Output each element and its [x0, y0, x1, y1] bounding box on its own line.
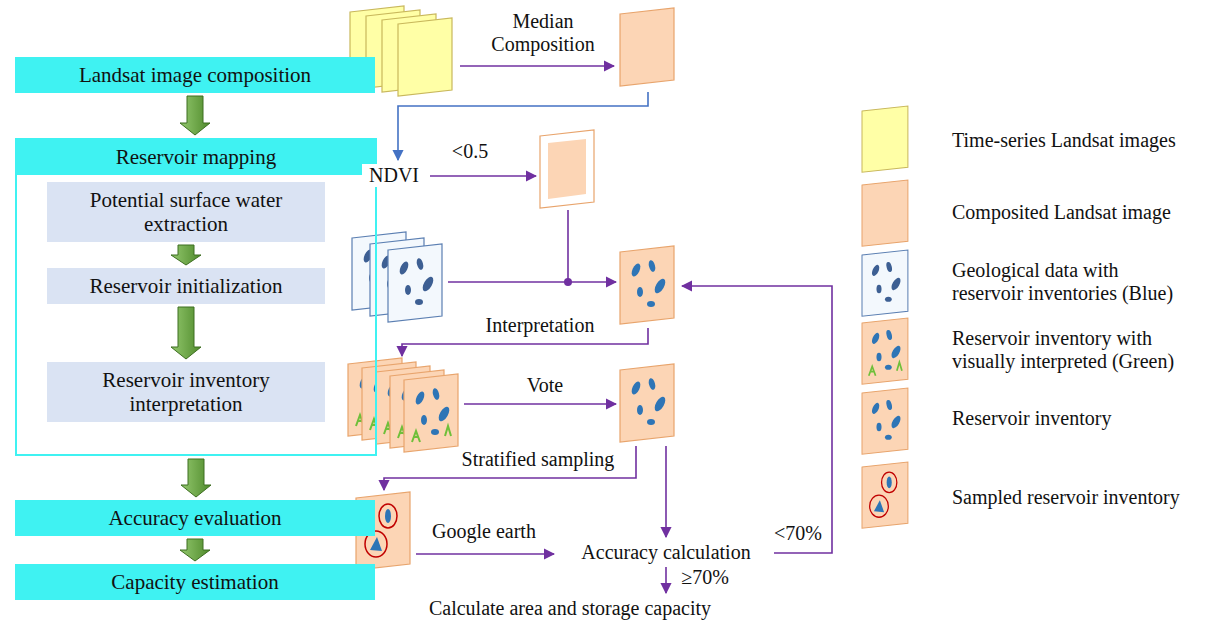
flow-arrow: [460, 65, 614, 67]
box-label: Landsat image composition: [79, 63, 311, 87]
flow-line: [567, 210, 569, 282]
flow-arrow: [430, 175, 536, 177]
box-label: Potential surface water extraction: [57, 188, 315, 236]
flow-arrow: [665, 567, 667, 593]
legend-label: Time-series Landsat images: [952, 129, 1176, 152]
legend-swatch: [862, 318, 908, 384]
flow-label: ≥70%: [674, 566, 736, 589]
group-heading: Reservoir mapping: [17, 140, 375, 175]
legend-swatch: [862, 106, 908, 172]
box-label: Accuracy evaluation: [108, 506, 281, 530]
flow-arrow: [181, 459, 211, 497]
stage-box: Capacity estimation: [15, 564, 375, 600]
stage-group: Reservoir mappingPotential surface water…: [15, 138, 377, 456]
flow-arrow: [180, 96, 210, 135]
geological-tile: [388, 244, 442, 322]
inventory-tile: [620, 364, 674, 442]
flow-arrow: [464, 403, 616, 405]
stage-box: Landsat image composition: [15, 57, 375, 93]
step-box: Reservoir initialization: [47, 268, 325, 304]
flow-arrow: [384, 446, 636, 490]
step-box: Potential surface water extraction: [47, 182, 325, 242]
composite-tile: [620, 8, 674, 86]
flow-label: Stratified sampling: [458, 448, 618, 471]
flow-label: Vote: [515, 374, 575, 397]
legend-label: Geological data with reservoir inventori…: [952, 259, 1182, 305]
step-box: Reservoir inventory interpretation: [47, 362, 325, 422]
landsat-tile: [398, 18, 452, 96]
flow-arrow: [180, 539, 210, 561]
legend-label: Reservoir inventory with visually interp…: [952, 327, 1182, 373]
flow-label: Calculate area and storage capacity: [380, 597, 760, 620]
box-label: Reservoir inventory interpretation: [57, 368, 315, 416]
flow-arrow: [448, 281, 616, 283]
flow-arrow: [398, 92, 648, 160]
legend-label: Sampled reservoir inventory: [952, 486, 1180, 509]
stage-box: Accuracy evaluation: [15, 500, 375, 536]
legend-swatch: [862, 250, 908, 316]
feedback-arrow: [682, 286, 832, 553]
legend-label: Composited Landsat image: [952, 201, 1171, 224]
mask-tile: [540, 130, 594, 208]
flow-label: <0.5: [440, 140, 500, 163]
legend-swatch: [862, 388, 908, 454]
junction-dot: [564, 278, 572, 286]
flow-arrow: [171, 245, 201, 265]
flow-arrow: [416, 553, 554, 555]
flow-label: Google earth: [420, 520, 548, 543]
flow-label: Median Composition: [478, 10, 608, 56]
inventory-tile: [620, 246, 674, 324]
interpreted-tile: [404, 374, 458, 452]
legend-swatch: [862, 462, 908, 528]
box-label: Capacity estimation: [111, 570, 278, 594]
flow-arrow: [665, 446, 667, 537]
flow-arrow: [171, 307, 201, 359]
flow-label: NDVI: [362, 164, 426, 187]
flow-label: Interpretation: [470, 314, 610, 337]
flow-label: Accuracy calculation: [560, 541, 772, 564]
legend-label: Reservoir inventory: [952, 407, 1111, 430]
flow-label: <70%: [772, 522, 824, 545]
box-label: Reservoir initialization: [89, 274, 282, 298]
legend-swatch: [862, 180, 908, 246]
